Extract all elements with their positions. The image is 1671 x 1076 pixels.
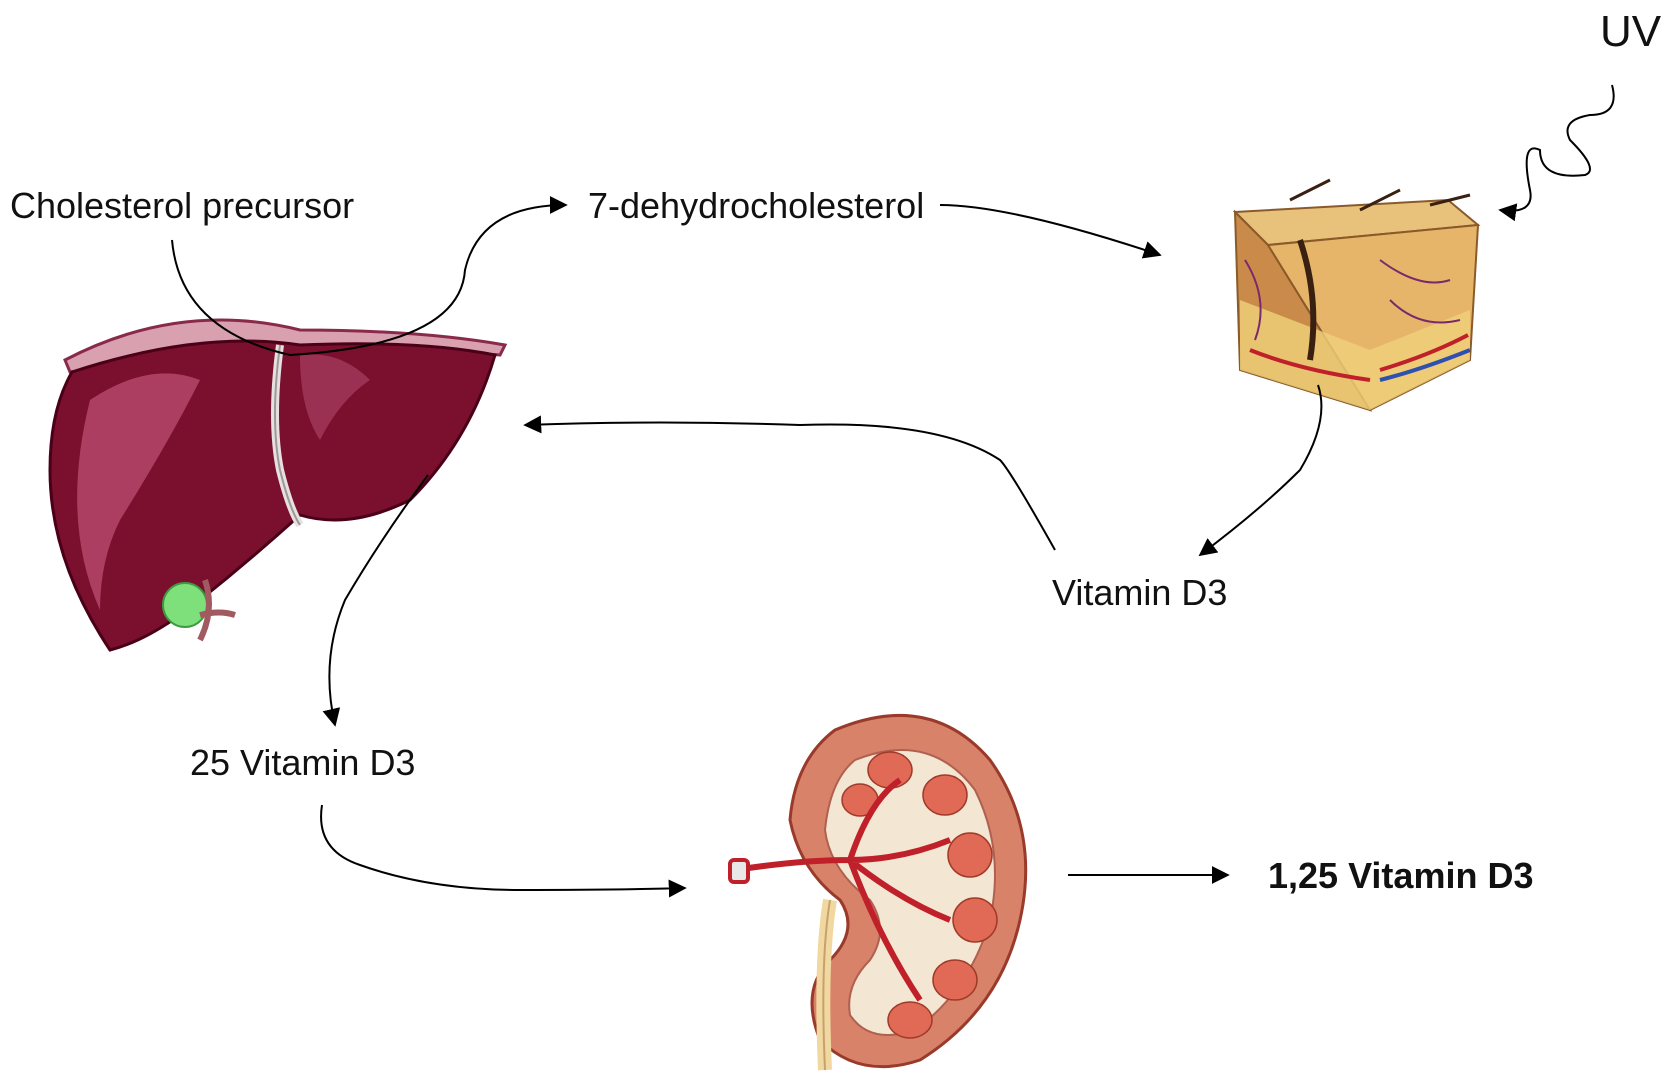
label-25-vitamin-d3: 25 Vitamin D3 <box>190 745 415 781</box>
arrow-7dhc-to-skin <box>940 205 1160 255</box>
kidney-illustration <box>730 715 1026 1070</box>
arrow-25-to-kidney <box>321 805 685 890</box>
label-uv: UV <box>1600 10 1661 54</box>
uv-wave-arrow <box>1500 85 1614 211</box>
label-125-vitamin-d3: 1,25 Vitamin D3 <box>1268 858 1533 894</box>
skin-illustration <box>1235 180 1478 410</box>
liver-illustration <box>50 320 505 650</box>
label-vitamin-d3: Vitamin D3 <box>1052 575 1227 611</box>
arrow-skin-to-vitamin-d3 <box>1200 385 1321 555</box>
label-7-dehydrocholesterol: 7-dehydrocholesterol <box>588 188 924 224</box>
arrow-vitamin-d3-to-liver <box>525 423 1055 551</box>
label-cholesterol-precursor: Cholesterol precursor <box>10 188 354 224</box>
